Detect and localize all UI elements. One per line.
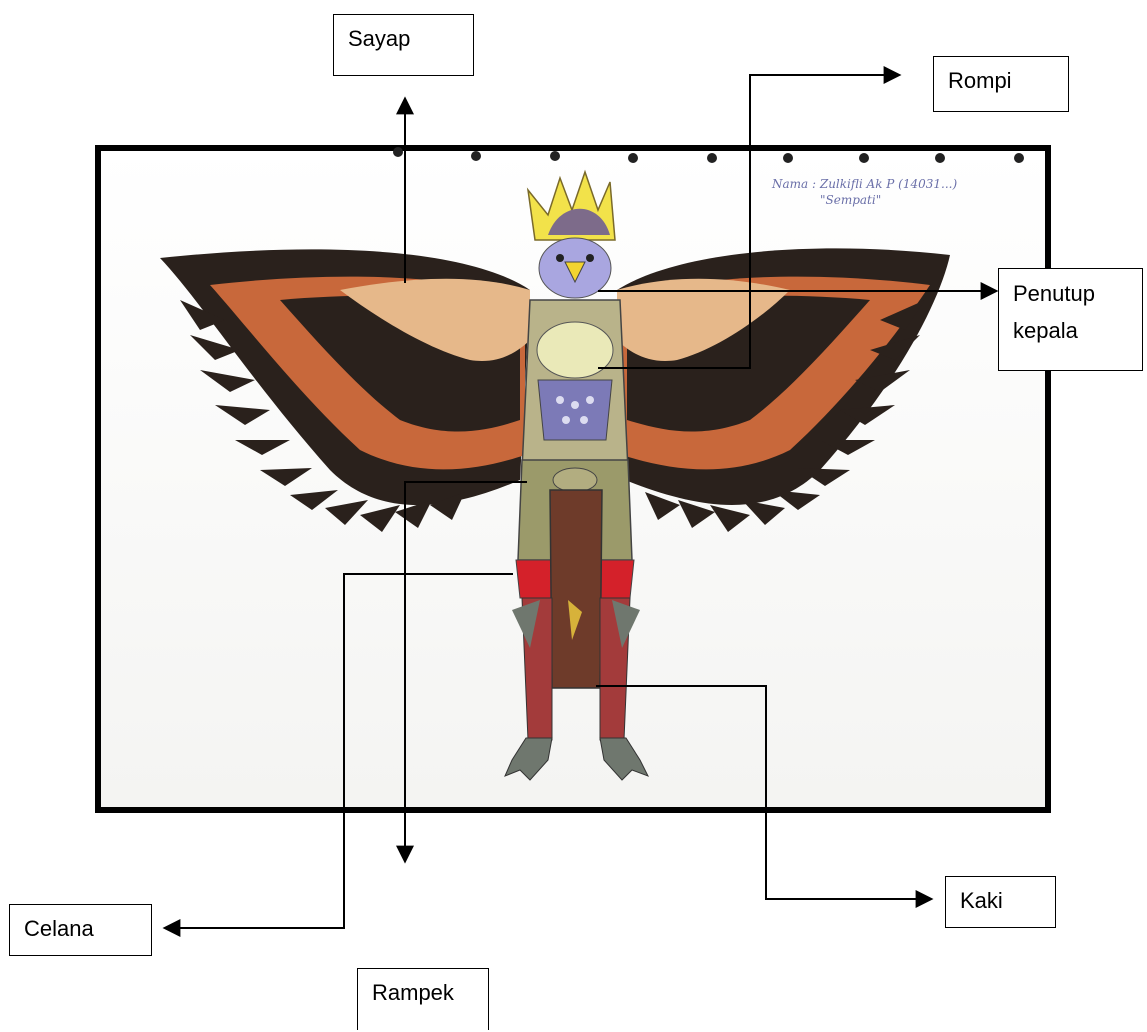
rampek (550, 490, 602, 688)
label-sayap-text: Sayap (348, 26, 410, 51)
label-penutup-kepala-text: Penutup kepala (1013, 281, 1095, 343)
label-celana-text: Celana (24, 916, 94, 941)
label-rompi: Rompi (933, 56, 1069, 112)
note-line-1: Nama : Zulkifli Ak P (14031...) (771, 177, 957, 191)
label-rampek: Rampek (357, 968, 489, 1030)
note-line-2: "Sempati" (820, 193, 881, 207)
label-rampek-text: Rampek (372, 980, 454, 1005)
label-kaki: Kaki (945, 876, 1056, 928)
label-sayap: Sayap (333, 14, 474, 76)
label-kaki-text: Kaki (960, 888, 1003, 913)
label-celana: Celana (9, 904, 152, 956)
label-penutup-kepala: Penutup kepala (998, 268, 1143, 371)
head (539, 238, 611, 298)
label-rompi-text: Rompi (948, 68, 1012, 93)
